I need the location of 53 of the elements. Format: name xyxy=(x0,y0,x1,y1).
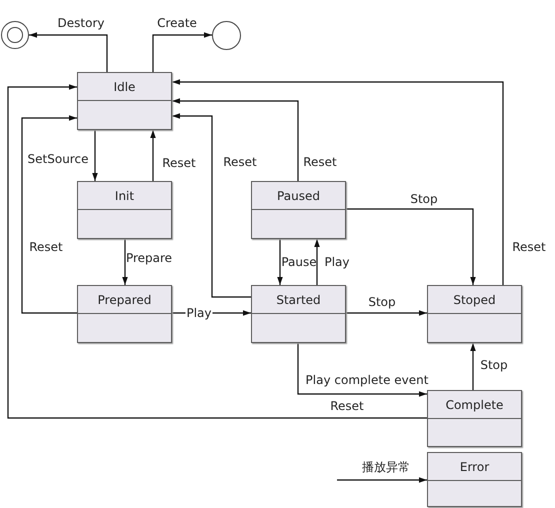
state-name: Complete xyxy=(446,398,504,412)
transition-arrow xyxy=(92,130,98,181)
transition-arrow xyxy=(346,208,476,285)
state-name: Stoped xyxy=(453,292,496,306)
state-name: Prepared xyxy=(98,292,152,306)
transition-arrow xyxy=(172,113,251,298)
edge-label: Pause xyxy=(280,255,318,269)
final-state-circle xyxy=(1,21,29,49)
transition-arrow xyxy=(346,310,427,316)
edge-label: Stop xyxy=(409,192,439,206)
state-box xyxy=(427,285,522,343)
edge-label: Reset xyxy=(28,240,64,254)
transition-arrow xyxy=(7,84,427,419)
state-box xyxy=(77,181,172,239)
edge-label: Reset xyxy=(511,240,547,254)
state-name: Idle xyxy=(114,80,136,94)
transition-arrow xyxy=(277,239,283,285)
edge-label: Prepare xyxy=(124,251,174,265)
transition-arrow xyxy=(337,477,427,483)
edge-label: 播放异常 xyxy=(361,460,411,474)
edge-label: Play xyxy=(323,255,351,269)
edge-label: Play xyxy=(185,306,213,320)
edge-label: Stop xyxy=(479,358,509,372)
state-name: Paused xyxy=(277,188,320,202)
transition-arrow xyxy=(314,239,320,285)
transition-arrow xyxy=(172,79,504,285)
state-name: Started xyxy=(276,292,321,306)
initial-state-circle xyxy=(212,21,241,50)
edge-label: SetSource xyxy=(26,152,90,166)
edge-label: Play complete event xyxy=(304,373,430,387)
state-box xyxy=(77,285,172,343)
state-name: Init xyxy=(114,188,134,202)
transition-arrow xyxy=(172,98,299,181)
edge-label: Destory xyxy=(56,16,106,30)
state-name: Error xyxy=(460,460,490,474)
transition-arrow xyxy=(297,343,427,397)
transition-arrow xyxy=(152,32,212,72)
transition-arrow xyxy=(470,343,476,390)
state-box xyxy=(77,72,172,130)
state-box xyxy=(427,452,522,507)
transition-arrow xyxy=(29,32,108,72)
transition-arrow xyxy=(150,130,156,181)
transition-arrow xyxy=(21,115,77,314)
edge-label: Reset xyxy=(161,156,197,170)
edge-label: Reset xyxy=(222,155,258,169)
transition-arrow xyxy=(122,239,128,285)
state-box xyxy=(251,181,346,239)
edge-label: Stop xyxy=(367,295,397,309)
state-box xyxy=(427,390,522,447)
edge-label: Create xyxy=(156,16,198,30)
edge-label: Reset xyxy=(329,399,365,413)
state-box xyxy=(251,285,346,343)
edge-label: Reset xyxy=(302,155,338,169)
